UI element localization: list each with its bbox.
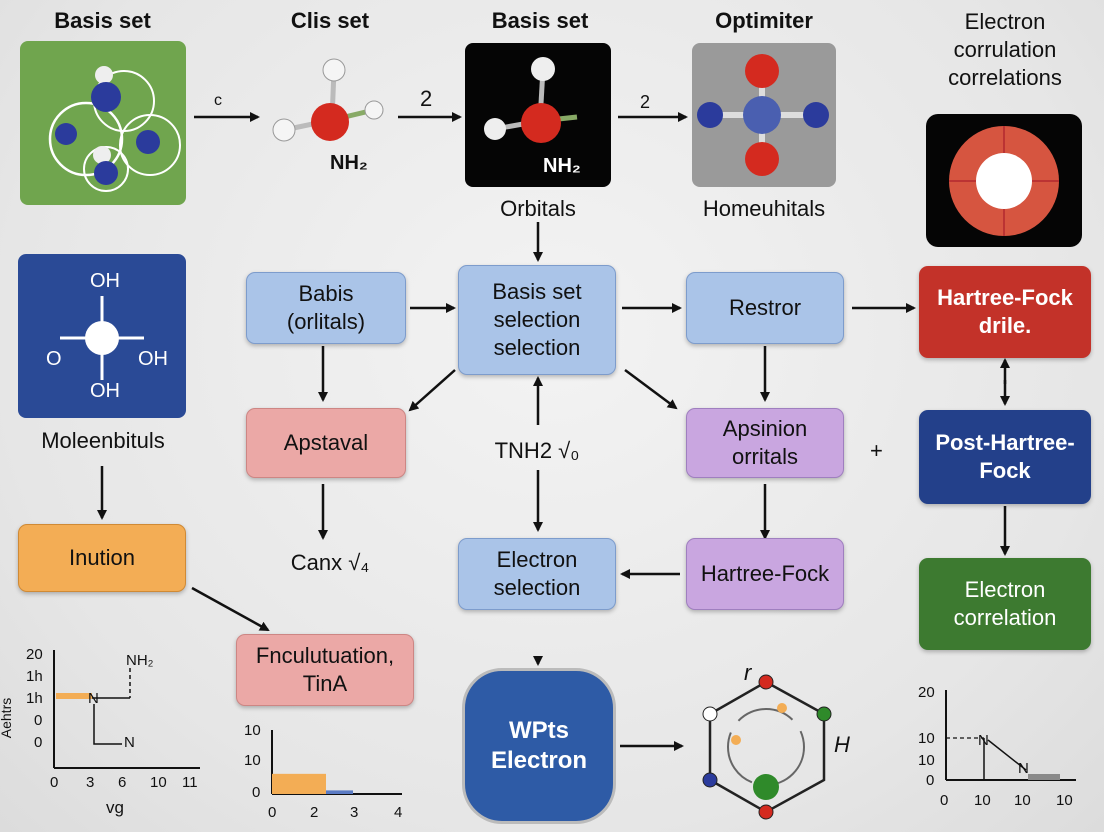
caption-homeuhitals: Homeuhitals	[702, 196, 826, 221]
basis-selection-box[interactable]: Basis set selection selection	[458, 265, 616, 375]
plot2-bar-0	[272, 773, 326, 794]
nh2-molecule-icon	[484, 57, 578, 143]
cluster-molecule-icon	[48, 66, 181, 192]
plot1-xtick-3: 10	[150, 774, 167, 791]
oh-bottom: OH	[90, 380, 120, 402]
octahedral-molecule-icon	[697, 54, 829, 176]
plot2-xtick-2: 3	[350, 804, 359, 821]
plot1-xtick-2: 6	[118, 774, 127, 791]
plot3-xtick-0: 0	[940, 792, 949, 809]
mol2-label: NH₂	[330, 152, 368, 170]
hydroxyl-tile: OH O OH OH	[18, 254, 186, 418]
plot1-label-0: NH₂	[126, 652, 154, 669]
plot3-ytick-1: 10	[918, 730, 935, 747]
wpts-electron-label: WPts Electron	[490, 717, 588, 774]
plot1-ytick-1: 1h	[26, 668, 43, 685]
plot3-ytick-2: 10	[918, 752, 935, 769]
plot1-xlabel: vg	[106, 798, 124, 817]
canx-label: Canx √₄	[290, 550, 370, 575]
plot3-xtick-1: 10	[974, 792, 991, 809]
arrow-basis-apstaval	[408, 369, 456, 412]
plus-sign: +	[870, 438, 883, 463]
plot1-ylabel: Aehtrs	[0, 697, 15, 739]
plot3-ytick-3: 0	[926, 772, 935, 789]
header-clis-set: Clis set	[290, 8, 370, 33]
header-basis-set-1: Basis set	[54, 8, 151, 33]
ring-top-label: r	[744, 660, 752, 685]
ring-right-label: H	[834, 732, 850, 757]
restror-box[interactable]: Restror	[686, 272, 844, 344]
caption-moleenbituls: Moleenbituls	[41, 428, 165, 453]
babis-orlitals-box[interactable]: Babis (orlitals)	[246, 272, 406, 344]
oh-left: O	[46, 348, 62, 370]
hydroxyl-molecule-icon	[60, 296, 144, 380]
oh-top: OH	[90, 270, 120, 292]
plot1-label-2: N	[124, 734, 135, 751]
plot1-xtick-1: 3	[86, 774, 95, 791]
apstaval-box[interactable]: Apstaval	[246, 408, 406, 478]
header-optimiter: Optimiter	[715, 8, 813, 33]
clis-molecule: NH₂	[262, 50, 398, 170]
plot2-bar-1	[326, 790, 353, 794]
plot1-xtick-0: 0	[50, 774, 59, 791]
plot3-label-0: N	[978, 732, 989, 749]
plot1-ytick-4: 0	[34, 734, 43, 751]
apsinion-orritals-box[interactable]: Apsinion orritals	[686, 408, 844, 478]
plot3	[945, 690, 1076, 781]
plot3-bar	[1028, 774, 1060, 780]
plot3-label-1: N	[1018, 760, 1029, 777]
electron-correlation-tile	[926, 114, 1082, 247]
hartree-fock-box[interactable]: Hartree-Fock	[686, 538, 844, 610]
arrow1-label: c	[214, 92, 222, 109]
basis-set-tile	[20, 41, 186, 205]
plot1-ytick-2: 1h	[26, 690, 43, 707]
mol3-label: NH₂	[543, 155, 581, 177]
plot1-highlight	[56, 693, 92, 699]
plot2-ytick-0: 10	[244, 722, 261, 739]
plot2-xtick-1: 2	[310, 804, 319, 821]
header-electron-correlation: Electron corrulation correlations	[948, 9, 1062, 90]
optimiter-tile	[692, 43, 836, 187]
wpts-electron-tile: WPts Electron	[462, 668, 616, 824]
post-hartree-fock-box[interactable]: Post-Hartree- Fock	[919, 410, 1091, 504]
arrow2-label: 2	[420, 86, 433, 111]
hexagon-ring-icon	[702, 674, 832, 820]
header-basis-set-2: Basis set	[491, 8, 589, 33]
plot3-ytick-0: 20	[918, 684, 935, 701]
plot2-xtick-3: 4	[394, 804, 403, 821]
arrow-basis-apsinion	[624, 368, 678, 410]
plot2-xtick-0: 0	[268, 804, 277, 821]
plot3-xtick-3: 10	[1056, 792, 1073, 809]
electron-selection-box[interactable]: Electron selection	[458, 538, 616, 610]
orbital-ring-icon	[949, 126, 1059, 236]
plot1	[53, 650, 200, 769]
hartree-fock-drile-box[interactable]: Hartree-Fock drile.	[919, 266, 1091, 358]
plot1-label-1: N	[88, 690, 99, 707]
electron-correlation-box[interactable]: Electron correlation	[919, 558, 1091, 650]
water-molecule-icon	[272, 58, 384, 142]
oh-right: OH	[138, 348, 168, 370]
plot1-ytick-0: 20	[26, 646, 43, 663]
tnh2-label: TNH2 √₀	[494, 438, 580, 463]
plot1-ytick-3: 0	[34, 712, 43, 729]
plot2-ytick-2: 0	[252, 784, 261, 801]
plot2-ytick-1: 10	[244, 752, 261, 769]
inution-box[interactable]: Inution	[18, 524, 186, 592]
caption-orbitals: Orbitals	[500, 196, 576, 221]
plot2	[271, 730, 402, 795]
plot3-xtick-2: 10	[1014, 792, 1031, 809]
fnculutuation-box[interactable]: Fnculutuation, TinA	[236, 634, 414, 706]
plot1-xtick-4: 11	[182, 774, 198, 791]
arrow3-label: 2	[640, 92, 651, 112]
arrow-inution-fnc	[191, 586, 270, 632]
basis-set-black-tile: NH₂	[465, 43, 611, 187]
